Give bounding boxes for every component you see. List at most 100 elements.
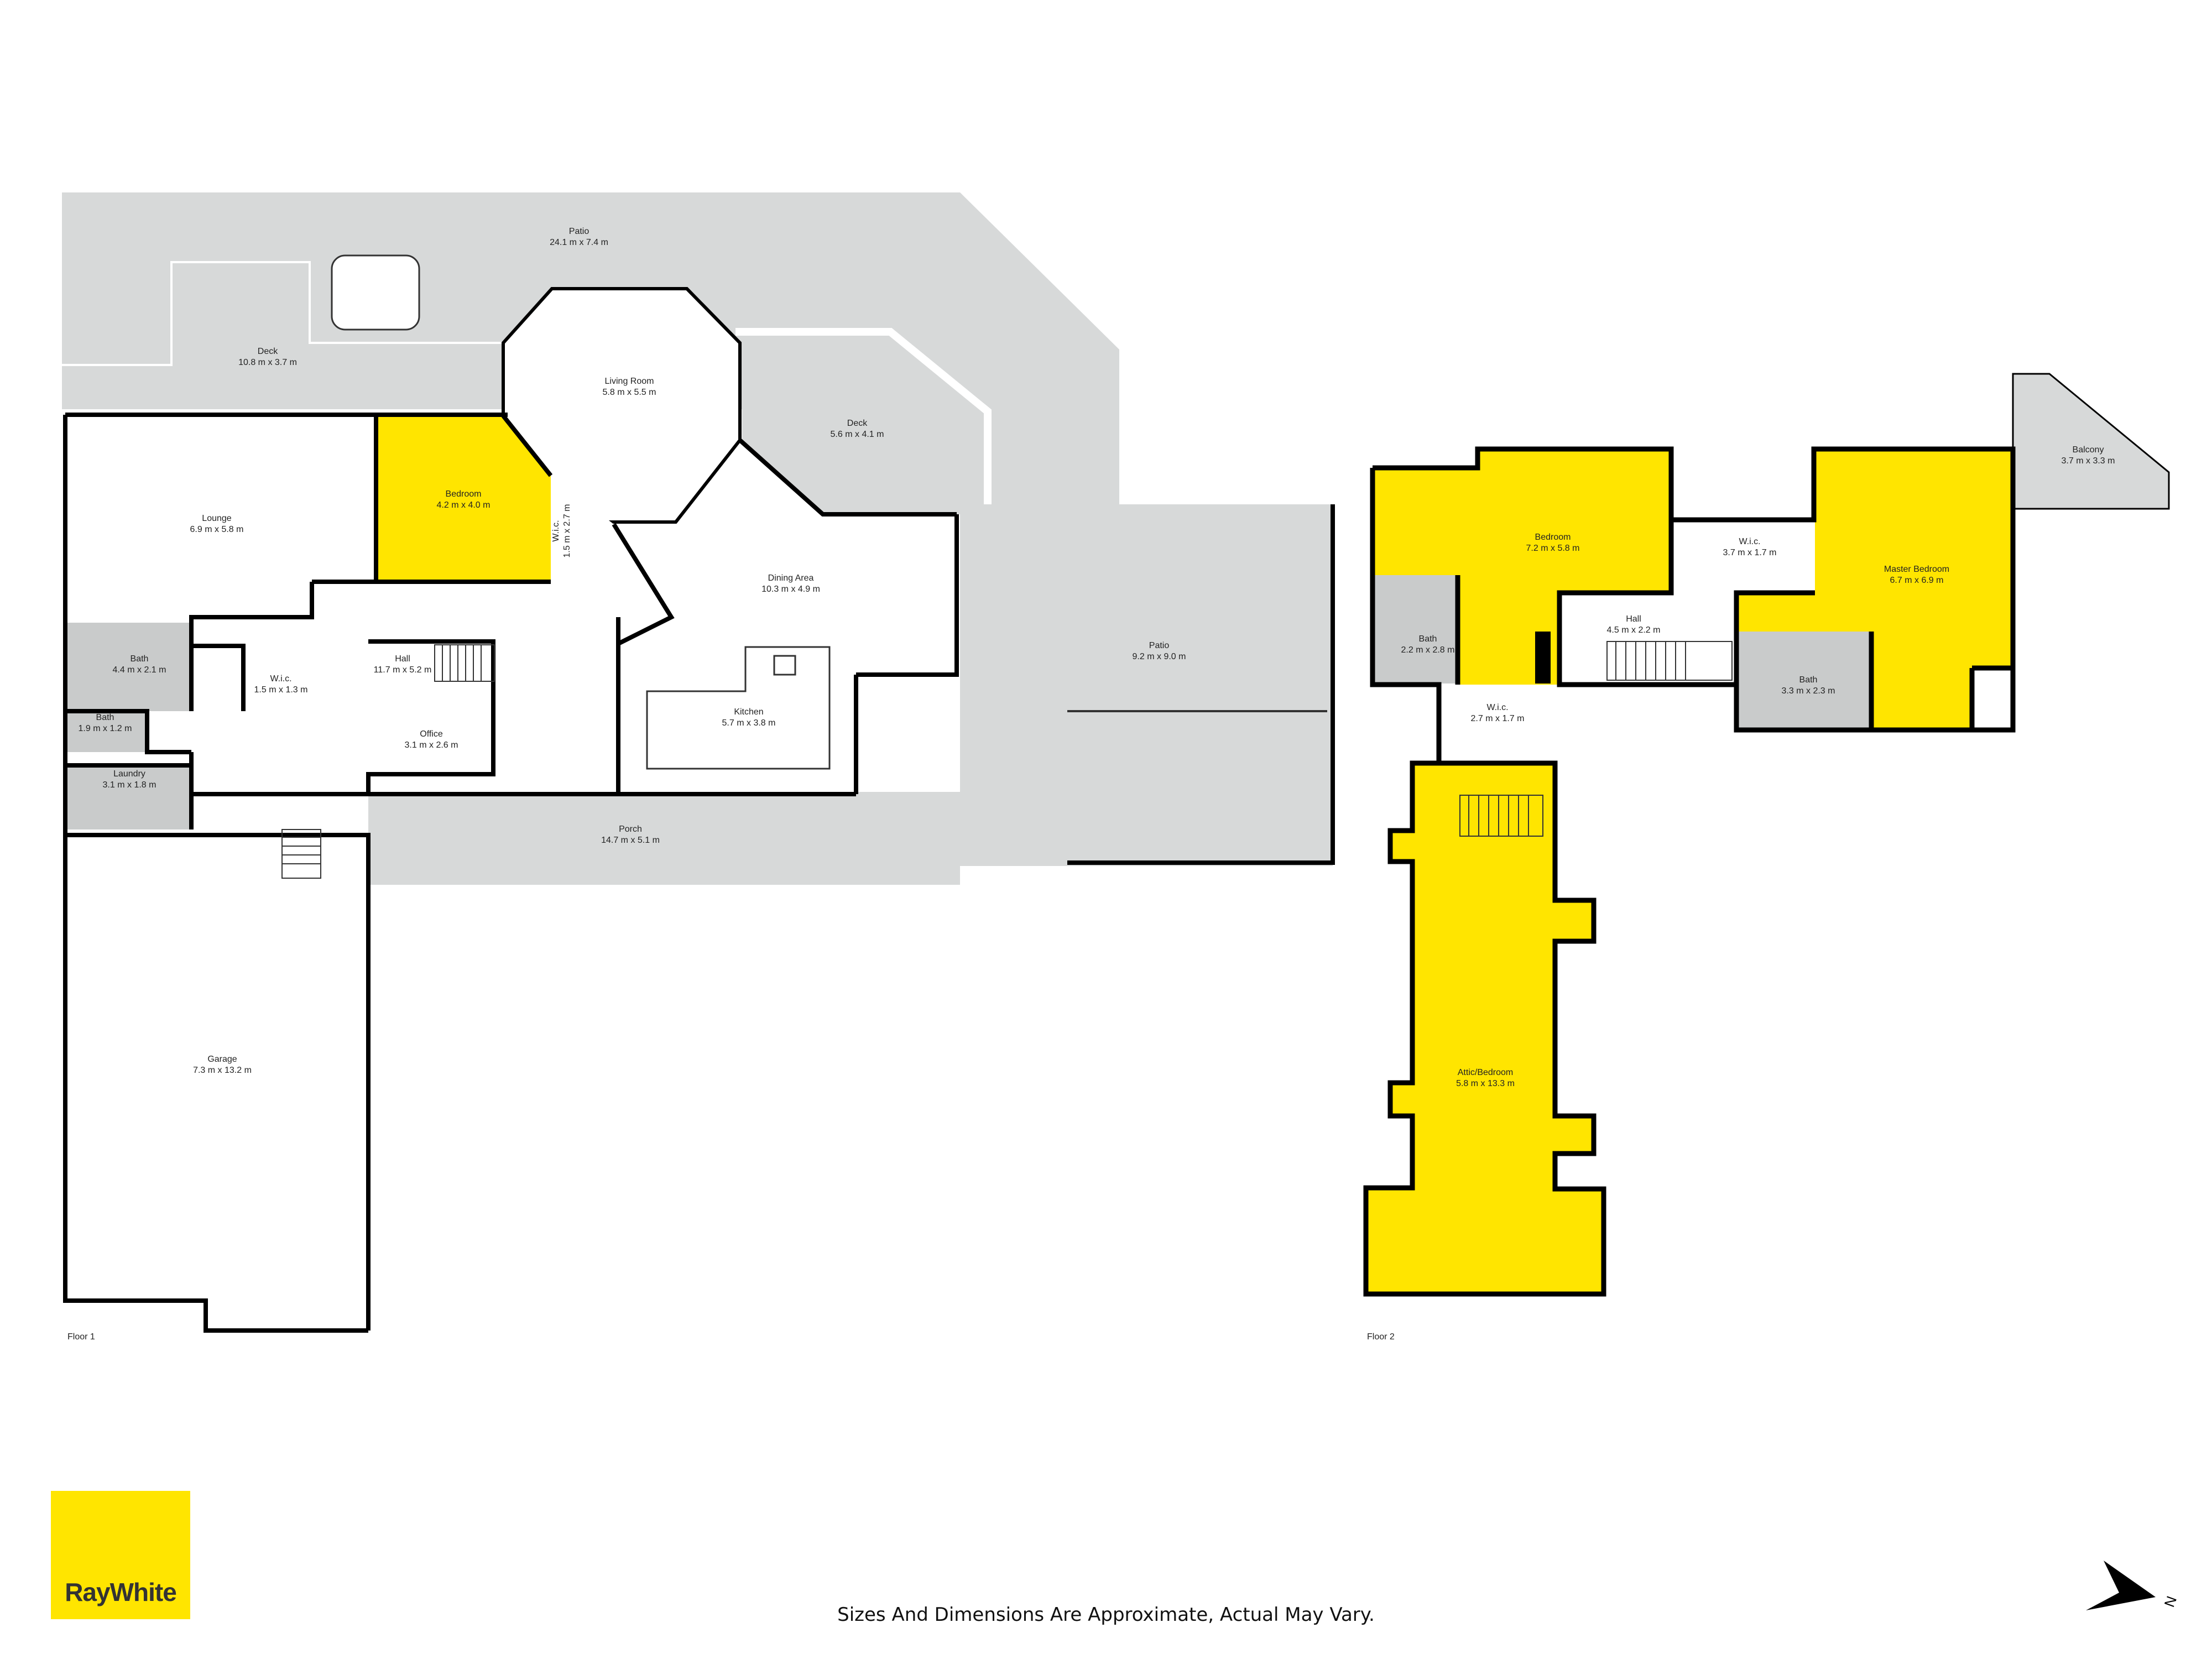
room-dims: 5.8 m x 5.5 m bbox=[603, 388, 656, 397]
room-dims: 7.3 m x 13.2 m bbox=[193, 1066, 252, 1075]
closet-master bbox=[1972, 668, 2012, 729]
chimney-block bbox=[1535, 632, 1551, 684]
bedroom-floor1[interactable] bbox=[376, 416, 551, 582]
room-name: Bath bbox=[131, 654, 149, 664]
wic-mid-floor2 bbox=[1439, 685, 1557, 763]
master-bedroom[interactable] bbox=[1736, 449, 2013, 730]
room-dims: 3.1 m x 1.8 m bbox=[103, 780, 156, 790]
raywhite-logo: RayWhite bbox=[51, 1491, 190, 1619]
room-name: Lounge bbox=[202, 514, 231, 523]
deck-rail bbox=[735, 328, 992, 504]
patio-right-wall bbox=[1067, 504, 1335, 865]
room-dims: 3.3 m x 2.3 m bbox=[1782, 686, 1835, 696]
room-name: Kitchen bbox=[734, 707, 763, 717]
room-name: Dining Area bbox=[768, 573, 814, 583]
north-compass: N bbox=[2086, 1561, 2180, 1610]
room-name: Living Room bbox=[605, 377, 654, 386]
floor1-walls bbox=[63, 413, 959, 1333]
wic-floor1-side bbox=[551, 476, 614, 586]
room-dims: 4.2 m x 4.0 m bbox=[437, 500, 491, 510]
room-name: Hall bbox=[1626, 614, 1641, 624]
balcony-outline bbox=[2012, 373, 2170, 510]
room-name: Deck bbox=[258, 347, 278, 356]
stairs-floor2 bbox=[1459, 641, 1733, 837]
room-name: Deck bbox=[847, 419, 868, 428]
room-dims: 10.8 m x 3.7 m bbox=[238, 358, 297, 367]
kitchen-counter bbox=[646, 646, 831, 770]
hot-tub bbox=[331, 254, 420, 331]
wic-top-floor2 bbox=[1671, 520, 1814, 592]
room-name: Bath bbox=[1419, 634, 1437, 644]
laundry-floor bbox=[65, 765, 190, 830]
disclaimer-text: Sizes And Dimensions Are Approximate, Ac… bbox=[837, 1604, 1375, 1626]
svg-text:W.i.c.1.5 m x 2.7 m: W.i.c.1.5 m x 2.7 m bbox=[551, 504, 572, 558]
deck-right-area bbox=[742, 338, 984, 514]
room-dims: 5.6 m x 4.1 m bbox=[831, 430, 884, 439]
room-dims: 10.3 m x 4.9 m bbox=[761, 585, 820, 594]
floor1-label: Floor 1 bbox=[67, 1332, 95, 1342]
room-name: Master Bedroom bbox=[1884, 565, 1949, 574]
room-dims: 4.4 m x 2.1 m bbox=[113, 665, 166, 675]
bath-left-floor2 bbox=[1373, 575, 1458, 684]
room-dims: 3.7 m x 3.3 m bbox=[2062, 456, 2115, 466]
room-name: Garage bbox=[207, 1055, 237, 1064]
room-name: W.i.c. bbox=[1739, 537, 1760, 546]
room-dims: 7.2 m x 5.8 m bbox=[1526, 544, 1580, 553]
bedroom-floor2[interactable] bbox=[1373, 449, 1671, 685]
logo-text: RayWhite bbox=[65, 1578, 177, 1606]
room-name: Laundry bbox=[113, 769, 145, 779]
room-name: Bath bbox=[1799, 675, 1818, 685]
living-room-floor bbox=[502, 287, 742, 524]
room-dims: 9.2 m x 9.0 m bbox=[1133, 652, 1186, 661]
room-dims: 1.5 m x 1.3 m bbox=[254, 685, 308, 695]
room-name: W.i.c. bbox=[551, 520, 561, 541]
room-name: W.i.c. bbox=[270, 674, 291, 684]
room-name: Patio bbox=[569, 227, 589, 236]
svg-text:W.i.c.3.7 m x 1.7 m: W.i.c.3.7 m x 1.7 m bbox=[1723, 537, 1777, 557]
attic-bedroom[interactable] bbox=[1366, 763, 1604, 1294]
room-dims: 6.7 m x 6.9 m bbox=[1890, 576, 1944, 585]
room-dims: 2.2 m x 2.8 m bbox=[1401, 645, 1455, 655]
room-dims: 6.9 m x 5.8 m bbox=[190, 525, 244, 534]
room-name: Hall bbox=[395, 654, 410, 664]
deck-edge bbox=[62, 261, 509, 366]
balcony-area bbox=[2013, 374, 2169, 509]
floor2-label: Floor 2 bbox=[1367, 1332, 1395, 1342]
garage-floor bbox=[65, 836, 368, 1331]
stairs-floor1 bbox=[281, 644, 495, 879]
room-dims: 5.8 m x 13.3 m bbox=[1456, 1079, 1515, 1088]
room-dims: 14.7 m x 5.1 m bbox=[601, 836, 660, 845]
room-dims: 11.7 m x 5.2 m bbox=[374, 665, 432, 675]
floor2-walls bbox=[1363, 446, 2016, 1297]
patio-right-area bbox=[960, 504, 1333, 866]
porch-area bbox=[367, 792, 960, 885]
room-name: Bath bbox=[96, 713, 114, 722]
svg-text:W.i.c.2.7 m x 1.7 m: W.i.c.2.7 m x 1.7 m bbox=[1471, 703, 1525, 723]
room-name: Porch bbox=[619, 825, 642, 834]
room-dims: 4.5 m x 2.2 m bbox=[1607, 625, 1661, 635]
room-name: Patio bbox=[1149, 641, 1170, 650]
